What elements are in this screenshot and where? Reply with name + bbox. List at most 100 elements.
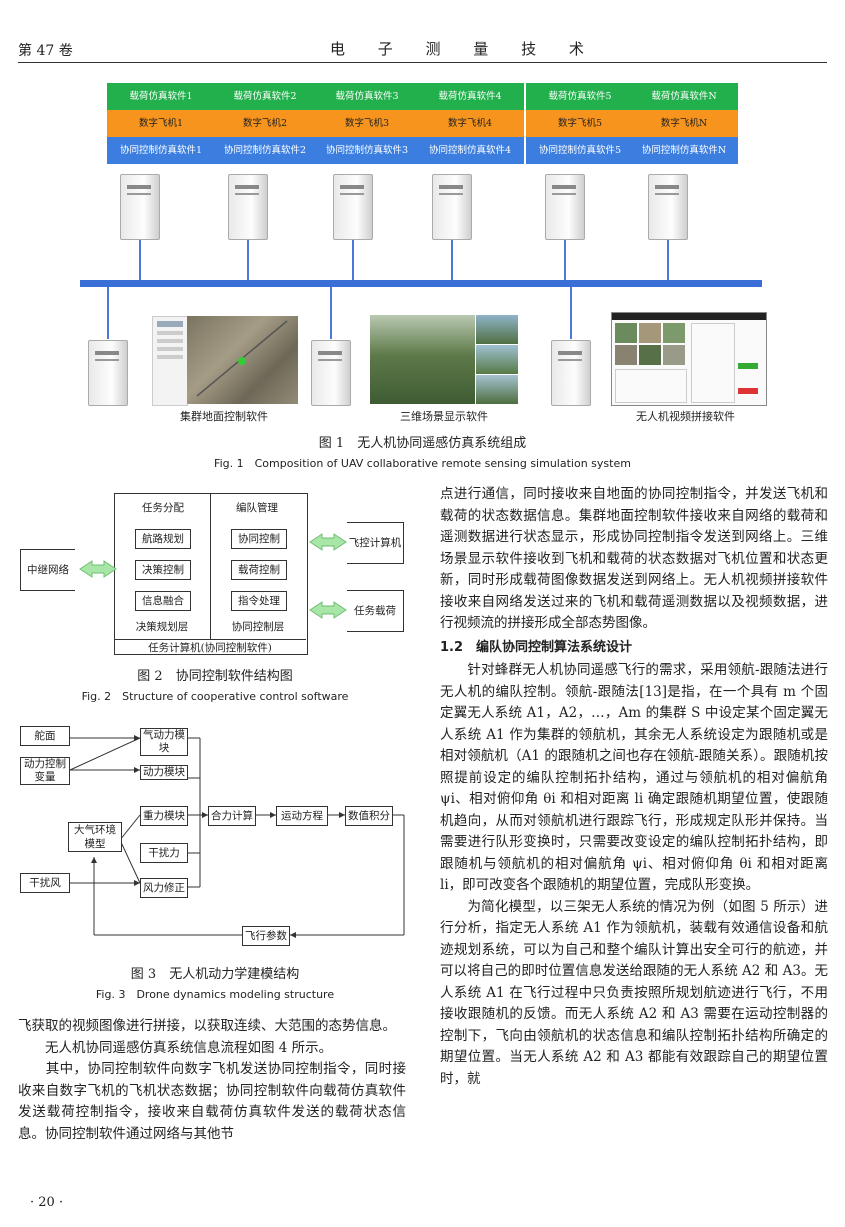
link-line [564,240,566,280]
fig3-connectors [69,735,405,938]
fig3-gravity-module: 重力模块 [140,806,188,826]
fig2-outer-box [114,493,308,655]
paragraph: 飞获取的视频图像进行拼接，以获取连续、大范围的态势信息。 [18,1018,396,1034]
fig2-divider [210,493,211,639]
link-line [247,240,249,280]
digital-drone-label: 数字飞机5 [526,110,634,137]
payload-sim-label: 载荷仿真软件N [630,83,738,110]
sim-stack-1: 载荷仿真软件1 数字飞机1 协同控制仿真软件1 [107,83,215,164]
digital-drone-label: 数字飞机N [630,110,738,137]
digital-drone-label: 数字飞机3 [313,110,421,137]
digital-drone-label: 数字飞机1 [107,110,215,137]
sim-stack-3: 载荷仿真软件3 数字飞机3 协同控制仿真软件3 [313,83,421,164]
link-line [451,240,453,280]
fig2-right-item: 载荷控制 [231,560,287,580]
sim-stack-4: 载荷仿真软件4 数字飞机4 协同控制仿真软件4 [416,83,524,164]
digital-drone-label: 数字飞机4 [416,110,524,137]
server-icon [120,174,160,240]
link-line [107,287,109,339]
ground-control-panel-image [152,316,188,406]
fig3-force-sum: 合力计算 [208,806,256,826]
journal-title: 电 子 测 量 技 术 [330,40,598,58]
server-icon [432,174,472,240]
fig3-disturbance-force: 干扰力 [140,843,188,863]
fig2-right-item: 协同控制 [231,529,287,549]
fig3-input-wind: 干扰风 [20,873,70,893]
payload-sim-label: 载荷仿真软件4 [416,83,524,110]
server-icon [311,340,351,406]
link-line [352,240,354,280]
ground-label-1: 集群地面控制软件 [180,410,268,423]
fig2-mission-payload: 任务载荷 [347,590,404,632]
paragraph: 其中，协同控制软件向数字飞机发送协同控制指令，同时接收来自数字飞机的飞机状态数据… [18,1061,406,1142]
fig2-relay-network: 中继网络 [20,549,75,591]
fig2-caption-en: Fig. 2 Structure of cooperative control … [81,690,349,703]
paragraph: 为简化模型，以三架无人系统的情况为例（如图 5 所示）进行分析，指定无人系统 A… [440,898,828,1087]
link-line [330,287,332,339]
payload-sim-label: 载荷仿真软件5 [526,83,634,110]
paragraph: 无人机协同遥感仿真系统信息流程如图 4 所示。 [18,1039,333,1056]
sim-stack-2: 载荷仿真软件2 数字飞机2 协同控制仿真软件2 [211,83,319,164]
server-icon [88,340,128,406]
fig2-caption-cn: 图 2 协同控制软件结构图 [137,669,293,684]
sim-stack-n: 载荷仿真软件N 数字飞机N 协同控制仿真软件N [630,83,738,164]
link-line [570,287,572,339]
link-line [667,240,669,280]
fig3-flight-params: 飞行参数 [242,926,290,946]
fig3-power-module: 动力模块 [140,765,188,780]
3d-scene-thumb-2 [476,345,518,374]
fig2-left-item: 决策控制 [135,560,191,580]
coop-sim-label: 协同控制仿真软件1 [107,137,215,164]
payload-sim-label: 载荷仿真软件1 [107,83,215,110]
3d-scene-thumb-3 [476,375,518,404]
fig2-bottom-label: 任务计算机(协同控制软件) [148,642,272,654]
fig2-right-layer: 协同控制层 [231,621,285,633]
3d-scene-image [370,315,475,404]
fig3-numerical-integration: 数值积分 [345,806,393,826]
header-rule [18,62,827,63]
page-number: · 20 · [30,1195,64,1210]
ground-control-map-image [187,316,298,404]
fig3-caption-en: Fig. 3 Drone dynamics modeling structure [95,988,335,1001]
fig2-arrows [79,533,347,619]
server-icon [648,174,688,240]
fig2-left-item: 航路规划 [135,529,191,549]
video-mosaic-image [611,312,767,406]
fig2-right-item: 指令处理 [231,591,287,611]
fig3-input-rudder: 舵面 [20,726,70,746]
fig3-motion-equation: 运动方程 [276,806,328,826]
fig2-left-header: 任务分配 [142,502,184,514]
network-bus [80,280,762,287]
fig3-input-power: 动力控制变量 [20,757,70,785]
coop-sim-label: 协同控制仿真软件4 [416,137,524,164]
3d-scene-thumb-1 [476,315,518,344]
ground-label-2: 三维场景显示软件 [400,410,488,423]
paragraph: 针对蜂群无人机协同遥感飞行的需求，采用领航-跟随法进行无人机的编队控制。领航-跟… [440,662,828,893]
journal-volume: 第 47 卷 [18,43,73,59]
right-column-text: 点进行通信，同时接收来自地面的协同控制指令，并发送飞机和载荷的状态数据信息。集群… [440,484,828,1090]
sim-stack-5: 载荷仿真软件5 数字飞机5 协同控制仿真软件5 [526,83,634,164]
fig2-flight-computer: 飞控计算机 [347,522,404,564]
server-icon [551,340,591,406]
server-icon [545,174,585,240]
ground-label-3: 无人机视频拼接软件 [636,410,735,423]
coop-sim-label: 协同控制仿真软件3 [313,137,421,164]
link-line [139,240,141,280]
fig2-right-header: 编队管理 [236,502,278,514]
coop-sim-label: 协同控制仿真软件2 [211,137,319,164]
fig2-bottom-rule [114,639,306,640]
left-column-text: 飞获取的视频图像进行拼接，以获取连续、大范围的态势信息。 无人机协同遥感仿真系统… [18,1016,406,1145]
paragraph: 点进行通信，同时接收来自地面的协同控制指令，并发送飞机和载荷的状态数据信息。集群… [440,486,828,631]
payload-sim-label: 载荷仿真软件3 [313,83,421,110]
fig3-atmosphere-model: 大气环境模型 [68,822,122,852]
fig3-aero-module: 气动力模块 [140,728,188,756]
fig2-left-item: 信息融合 [135,591,191,611]
fig1-caption-en: Fig. 1 Composition of UAV collaborative … [214,457,631,470]
section-heading: 1.2 编队协同控制算法系统设计 [440,639,633,655]
coop-sim-label: 协同控制仿真软件N [630,137,738,164]
fig2-left-layer: 决策规划层 [135,621,189,633]
payload-sim-label: 载荷仿真软件2 [211,83,319,110]
digital-drone-label: 数字飞机2 [211,110,319,137]
fig3-caption-cn: 图 3 无人机动力学建模结构 [130,967,300,982]
fig1-caption-cn: 图 1 无人机协同遥感仿真系统组成 [318,436,527,451]
